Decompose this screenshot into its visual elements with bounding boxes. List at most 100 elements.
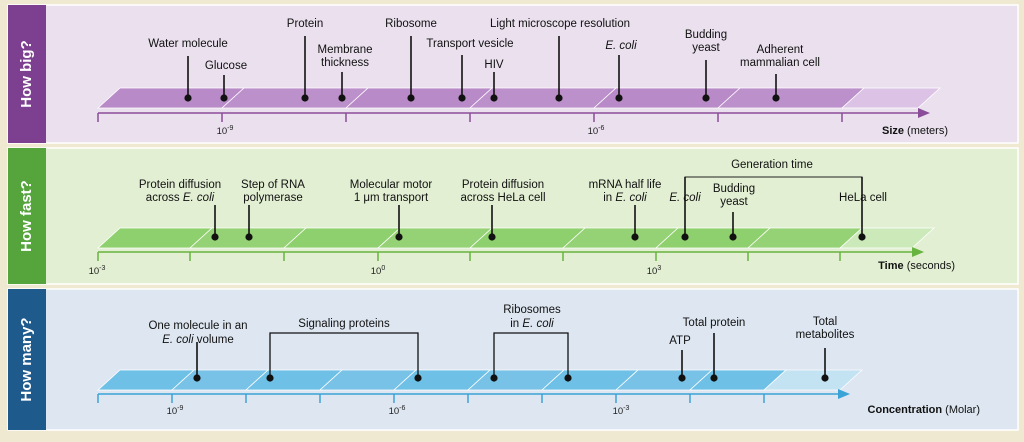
marker-label: yeast <box>692 42 720 54</box>
panel-background <box>7 4 1019 144</box>
marker-dot <box>211 233 219 241</box>
marker-label: One molecule in an <box>148 320 247 332</box>
marker-dot <box>681 233 689 241</box>
marker-dot <box>414 374 422 382</box>
marker-dot <box>488 233 496 241</box>
marker-dot <box>710 374 718 382</box>
marker-dot <box>631 233 639 241</box>
marker-item: Transport vesicle <box>426 38 514 102</box>
marker-label: 1 μm transport <box>354 192 429 204</box>
axis-arrow <box>918 108 930 118</box>
marker-label: Step of RNA <box>241 179 305 191</box>
marker-item: HIV <box>484 59 504 102</box>
marker-label: Budding <box>713 183 755 195</box>
marker-item: Ribosome <box>385 18 437 102</box>
marker-dot <box>615 94 623 102</box>
marker-dot <box>395 233 403 241</box>
marker-label: Ribosomes <box>503 304 561 316</box>
marker-label: HeLa cell <box>839 192 887 204</box>
marker-item: Total protein <box>683 317 746 382</box>
panel-tab-label: How fast? <box>18 180 35 252</box>
marker-label: Protein <box>287 18 323 30</box>
marker-label: E. coli volume <box>162 334 234 346</box>
generation-time-label: Generation time <box>731 159 813 171</box>
marker-label: Membrane <box>318 44 373 56</box>
marker-dot <box>220 94 228 102</box>
marker-label: Transport vesicle <box>426 38 513 50</box>
marker-dot <box>193 374 201 382</box>
marker-dot <box>458 94 466 102</box>
axis-label: Size (meters) <box>882 125 948 137</box>
marker-label: Glucose <box>205 60 247 72</box>
marker-label: Protein diffusion <box>139 179 221 191</box>
marker-item: ATP <box>669 335 691 382</box>
marker-label: mammalian cell <box>740 57 820 69</box>
marker-dot <box>772 94 780 102</box>
marker-label: polymerase <box>243 192 302 204</box>
range-bracket <box>493 332 569 378</box>
marker-label: thickness <box>321 57 369 69</box>
marker-label: across HeLa cell <box>460 192 545 204</box>
marker-item: E. coli <box>669 177 701 241</box>
marker-label: E. coli <box>669 192 701 204</box>
band-segment <box>838 227 936 249</box>
marker-dot <box>338 94 346 102</box>
axis-arrow <box>912 247 924 257</box>
marker-label: Light microscope resolution <box>490 18 630 30</box>
marker-label: HIV <box>484 59 504 71</box>
marker-label: Molecular motor <box>350 179 433 191</box>
panel-background <box>7 288 1019 431</box>
marker-dot <box>678 374 686 382</box>
marker-label: across E. coli <box>146 192 215 204</box>
marker-label: E. coli <box>605 40 637 52</box>
band-segment <box>220 87 370 109</box>
axis-label: Time (seconds) <box>878 260 955 272</box>
marker-label: Budding <box>685 29 727 41</box>
marker-dot <box>564 374 572 382</box>
marker-dot <box>301 94 309 102</box>
tick-label: 10-3 <box>89 265 106 277</box>
band-segment <box>716 87 866 109</box>
panel-tab <box>8 289 46 430</box>
panel-tab-label: How big? <box>18 40 35 108</box>
marker-label: Adherent <box>757 44 804 56</box>
marker-label: Signaling proteins <box>298 318 390 330</box>
marker-label: Total <box>813 316 837 328</box>
axis-arrow <box>838 389 850 399</box>
band-segment <box>762 369 864 391</box>
marker-dot <box>490 94 498 102</box>
band-segment <box>344 87 494 109</box>
marker-label: Total protein <box>683 317 746 329</box>
marker-item: Glucose <box>205 60 247 102</box>
marker-dot <box>490 374 498 382</box>
marker-item: Light microscope resolution <box>490 18 630 102</box>
marker-item: Protein <box>287 18 323 102</box>
panel-tab <box>8 5 46 143</box>
marker-item: One molecule in an E. coli volume <box>148 320 248 382</box>
marker-label: ATP <box>669 335 691 347</box>
marker-dot <box>821 374 829 382</box>
marker-dot <box>266 374 274 382</box>
tick-label: 103 <box>647 265 662 277</box>
marker-dot <box>555 94 563 102</box>
panel-background <box>7 147 1019 285</box>
axis-label: Concentration (Molar) <box>868 404 980 416</box>
tick-label: 10-9 <box>217 125 234 137</box>
marker-item: Signaling proteins <box>266 318 422 382</box>
marker-item: HeLa cell <box>839 177 887 241</box>
band-segment <box>840 87 942 109</box>
marker-label: yeast <box>720 196 748 208</box>
